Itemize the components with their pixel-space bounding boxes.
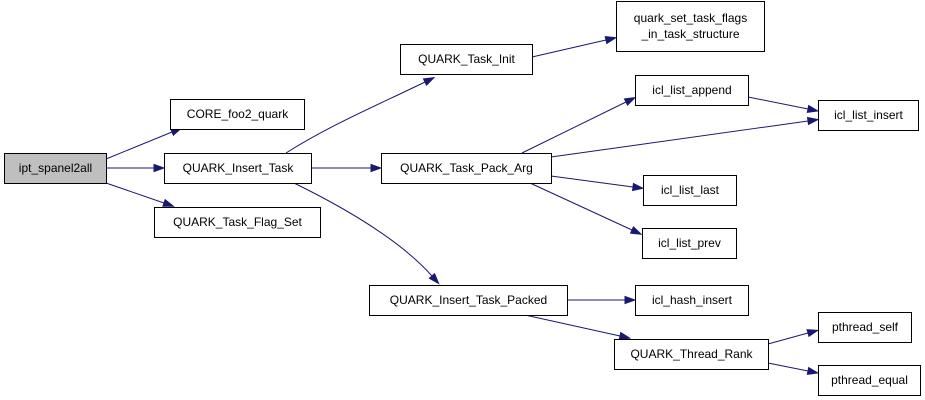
edge-line xyxy=(105,182,165,204)
edge-pack_arg-append xyxy=(521,96,637,154)
arrowhead xyxy=(153,163,166,173)
edge-insert_packed-thread_rank xyxy=(524,314,632,340)
node-list-insert[interactable]: icl_list_insert xyxy=(818,100,919,131)
arrowhead xyxy=(428,272,440,285)
arrowhead xyxy=(618,331,632,340)
edge-thread_rank-pthread_equal xyxy=(767,362,820,376)
node-label: ipt_spanel2all xyxy=(19,161,92,175)
edge-line xyxy=(531,39,607,58)
node-box xyxy=(616,1,765,52)
arrowhead xyxy=(604,36,618,45)
node-box xyxy=(635,285,749,316)
nodes-layer: ipt_spanel2all CORE_foo2_quarkQUARK_Inser… xyxy=(4,1,921,396)
edge-append-list_insert xyxy=(747,96,820,114)
arrowhead xyxy=(422,76,436,86)
edge-line xyxy=(550,175,634,188)
node-ipt[interactable]: ipt_spanel2all xyxy=(4,153,107,184)
arrowhead xyxy=(623,96,637,106)
edge-insert_task-insert_packed xyxy=(293,182,440,285)
node-list-last[interactable]: icl_list_last xyxy=(643,175,737,206)
node-label: QUARK_Task_Pack_Arg xyxy=(400,161,533,175)
edge-pack_arg-list_prev xyxy=(529,182,643,235)
arrowhead xyxy=(806,366,820,376)
edge-line xyxy=(767,362,809,372)
node-label: QUARK_Thread_Rank xyxy=(630,347,753,361)
arrowhead xyxy=(629,225,643,235)
node-box xyxy=(170,99,305,130)
edge-ipt-flag_set xyxy=(105,182,175,207)
edge-thread_rank-pthread_self xyxy=(767,329,820,345)
edge-line xyxy=(524,314,621,337)
edge-line xyxy=(747,96,809,110)
node-label: icl_list_append xyxy=(652,83,731,97)
arrowhead xyxy=(162,198,175,207)
node-label: QUARK_Insert_Task_Packed xyxy=(390,293,547,307)
edge-line xyxy=(521,101,627,154)
arrowhead xyxy=(806,116,820,126)
node-insert-packed[interactable]: QUARK_Insert_Task_Packed xyxy=(369,285,568,316)
node-list-prev[interactable]: icl_list_prev xyxy=(642,228,737,259)
edge-pack_arg-list_last xyxy=(550,175,645,192)
node-pthread-self[interactable]: pthread_self xyxy=(818,312,912,343)
node-label: icl_list_insert xyxy=(834,108,903,122)
node-box xyxy=(643,175,737,206)
node-label: pthread_self xyxy=(832,320,899,334)
node-core[interactable]: CORE_foo2_quark xyxy=(170,99,305,130)
node-flag-set[interactable]: QUARK_Task_Flag_Set xyxy=(154,207,321,238)
node-set-flags[interactable]: quark_set_task_flags _in_task_structure xyxy=(616,1,765,52)
edge-line xyxy=(105,131,173,160)
edge-line xyxy=(767,332,809,345)
arrowhead xyxy=(631,182,645,192)
node-label: QUARK_Insert_Task xyxy=(183,161,295,175)
node-pack-arg[interactable]: QUARK_Task_Pack_Arg xyxy=(381,153,552,184)
node-box xyxy=(635,75,749,106)
node-box xyxy=(614,339,769,370)
arrowhead xyxy=(624,295,637,305)
edge-line xyxy=(285,81,426,154)
edges-layer xyxy=(105,36,820,376)
node-label: _in_task_structure xyxy=(640,27,739,41)
node-insert-task[interactable]: QUARK_Insert_Task xyxy=(164,153,312,184)
edge-task_init-set_flags xyxy=(531,36,618,58)
node-box xyxy=(4,153,107,184)
node-box xyxy=(818,312,912,343)
arrowhead xyxy=(806,104,820,114)
node-append[interactable]: icl_list_append xyxy=(635,75,749,106)
edge-line xyxy=(550,120,809,158)
node-label: pthread_equal xyxy=(831,373,908,387)
edge-pack_arg-list_insert xyxy=(550,116,820,158)
edge-insert_task-pack_arg xyxy=(311,163,383,173)
node-box xyxy=(818,365,921,396)
edge-line xyxy=(529,182,633,231)
node-pthread-equal[interactable]: pthread_equal xyxy=(818,365,921,396)
node-box xyxy=(369,285,568,316)
edge-line xyxy=(293,182,433,277)
node-box xyxy=(381,153,552,184)
node-label: icl_list_last xyxy=(661,183,720,197)
node-label: icl_hash_insert xyxy=(652,293,733,307)
edge-insert_task-task_init xyxy=(285,76,436,154)
node-label: CORE_foo2_quark xyxy=(187,107,289,121)
node-box xyxy=(154,207,321,238)
arrowhead xyxy=(806,329,820,338)
node-box xyxy=(400,44,533,75)
node-box xyxy=(164,153,312,184)
node-task-init[interactable]: QUARK_Task_Init xyxy=(400,44,533,75)
arrowhead xyxy=(370,163,383,173)
node-label: icl_list_prev xyxy=(658,236,721,250)
node-label: QUARK_Task_Init xyxy=(418,52,515,66)
node-hash-insert[interactable]: icl_hash_insert xyxy=(635,285,749,316)
node-label: quark_set_task_flags xyxy=(634,11,747,25)
node-thread-rank[interactable]: QUARK_Thread_Rank xyxy=(614,339,769,370)
edge-ipt-insert_task xyxy=(106,163,166,173)
node-label: QUARK_Task_Flag_Set xyxy=(173,215,302,229)
edge-insert_packed-hash_insert xyxy=(567,295,637,305)
node-box xyxy=(642,228,737,259)
node-box xyxy=(818,100,919,131)
